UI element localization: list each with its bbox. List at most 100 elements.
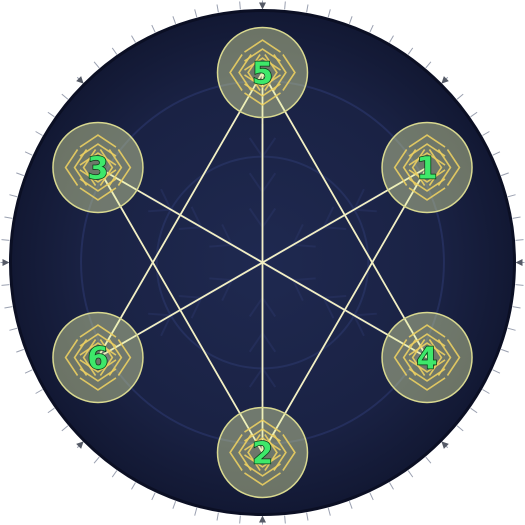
edge-tick [456, 425, 464, 432]
chevron [244, 48, 281, 62]
floor-snowflake-branch [160, 314, 172, 337]
waymark-3-circle [52, 121, 144, 214]
chevron [408, 134, 446, 148]
chevron [244, 57, 281, 71]
edge-tick [239, 1, 241, 10]
edge-cardinal-marker [2, 259, 10, 266]
waymark-4: 4 [381, 311, 473, 404]
floor-snowflake-branch [292, 223, 304, 246]
floor-snowflake-branch [292, 243, 316, 248]
chevron [408, 333, 446, 347]
chevron [79, 134, 117, 148]
edge-tick [425, 456, 432, 464]
tether-line-1-2 [261, 167, 428, 453]
edge-tick [482, 389, 490, 394]
edge-cardinal-marker [76, 441, 84, 449]
chevron [393, 339, 408, 376]
edge-tick [407, 47, 414, 55]
edge-tick [4, 216, 13, 219]
chevron [402, 339, 417, 376]
chevron [408, 342, 446, 356]
chevron [408, 187, 446, 201]
floor-snowflake-branch [248, 207, 264, 228]
waymark-2-label: 2 [252, 437, 273, 472]
edge-tick [24, 369, 33, 374]
chevron [244, 472, 281, 486]
chevron [229, 434, 243, 471]
edge-tick [425, 61, 432, 69]
edge-tick [216, 4, 219, 13]
chevron [244, 92, 281, 106]
chevron [408, 377, 446, 391]
floor-snowflake-branch [323, 295, 347, 299]
floor-snowflake-branch [323, 226, 347, 230]
edge-tick [470, 111, 478, 118]
chevron [411, 339, 426, 376]
chevron [82, 149, 97, 186]
chevron [244, 83, 281, 97]
edge-tick [111, 47, 118, 55]
edge-tick [501, 172, 509, 177]
chevron [446, 339, 461, 376]
tether-line-1-6 [97, 166, 428, 359]
edge-tick [512, 216, 521, 219]
chevron [437, 149, 452, 186]
edge-cardinal-marker [76, 76, 84, 84]
floor-snowflake-branch [292, 277, 316, 282]
edge-tick [24, 151, 33, 156]
chevron [108, 149, 123, 186]
edge-tick [369, 492, 374, 501]
floor-snowflake-branch [248, 172, 264, 193]
chevron [79, 359, 117, 373]
chevron [82, 339, 97, 376]
chevron [244, 74, 281, 88]
waymark-6-chevrons [64, 324, 132, 391]
chevron [408, 324, 446, 338]
chevron [79, 152, 117, 166]
edge-tick [172, 16, 177, 24]
waymark-5: 5 [216, 26, 309, 119]
chevron [238, 54, 252, 91]
edge-tick [239, 515, 241, 524]
chevron [117, 149, 132, 186]
chevron [428, 149, 443, 186]
floor-snowflake-branch [248, 137, 264, 158]
floor-snowflake-branch [261, 137, 277, 158]
floor-snowflake-branch [209, 243, 233, 248]
chevron [282, 54, 296, 91]
edge-tick [47, 407, 55, 414]
chevron [79, 169, 117, 183]
chevron [73, 339, 88, 376]
chevron [408, 178, 446, 192]
chevron [408, 359, 446, 373]
edge-tick [407, 470, 414, 478]
edge-tick [35, 389, 43, 394]
waymark-2-chevrons [229, 419, 296, 486]
floor-snowflake-branch [190, 297, 203, 319]
waymark-6-circle [52, 311, 144, 404]
floor-snowflake-branch [261, 172, 277, 193]
edge-tick [512, 306, 521, 309]
edge-tick [284, 1, 286, 10]
floor-snowflake-branch [221, 279, 233, 302]
edge-tick [515, 239, 524, 241]
edge-tick [131, 482, 136, 490]
chevron [408, 169, 446, 183]
edge-tick [16, 172, 24, 177]
waymark-3-chevrons [64, 134, 132, 201]
waymark-6-label: 6 [88, 342, 109, 377]
chevron [79, 368, 117, 382]
edge-tick [1, 239, 10, 241]
waymark-3-label: 3 [88, 152, 109, 187]
chevron [408, 143, 446, 157]
chevron [402, 149, 417, 186]
chevron [247, 54, 261, 91]
chevron [79, 377, 117, 391]
edge-tick [492, 369, 501, 374]
waymark-1-circle [381, 121, 473, 214]
floor-snowflake-branch [148, 208, 171, 213]
chevron [79, 333, 117, 347]
chevron [79, 324, 117, 338]
chevron [244, 437, 281, 451]
floor-snowflake-branch [160, 188, 172, 211]
